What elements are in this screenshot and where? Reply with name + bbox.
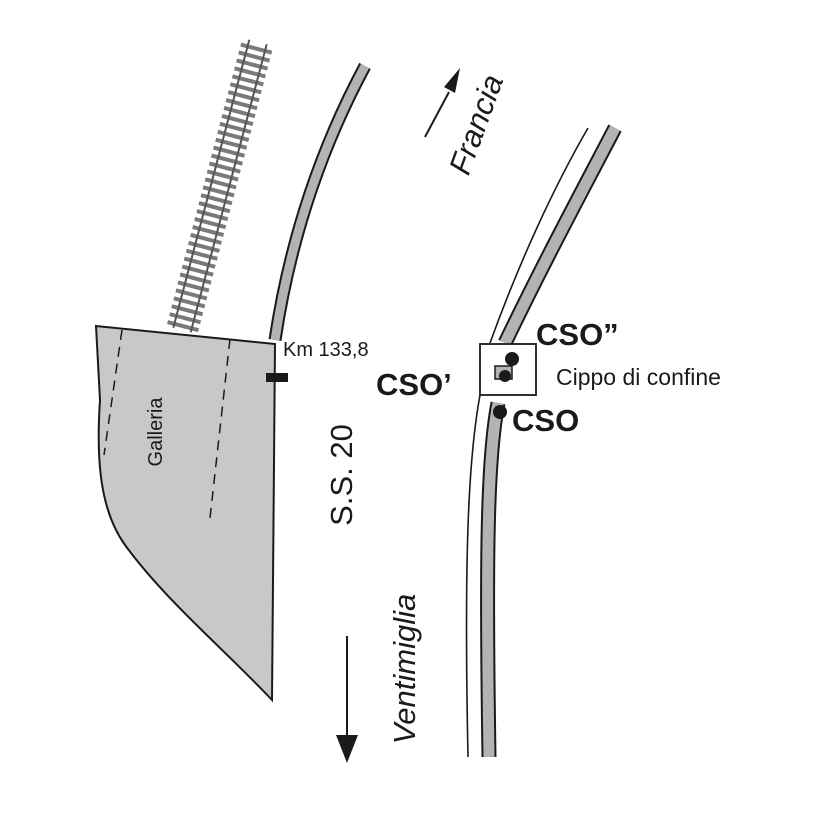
galleria-dashed-line-left — [103, 329, 123, 456]
railway-sleeper — [221, 113, 254, 127]
railway-sleeper — [215, 137, 248, 150]
railway-sleeper — [194, 217, 227, 230]
arrow-francia — [424, 68, 460, 138]
railway-rail — [189, 44, 268, 333]
railway-sleeper — [206, 169, 239, 182]
railway-sleeper — [240, 42, 273, 55]
galleria-area — [94, 324, 277, 703]
railway-sleeper — [192, 224, 225, 238]
railway-sleeper — [208, 161, 241, 174]
railway-sleeper — [183, 256, 216, 269]
railway-sleeper — [227, 90, 260, 103]
railway-sleeper — [233, 66, 266, 79]
railway-sleeper — [229, 82, 262, 95]
railway-sleeper — [177, 280, 210, 293]
railway-sleeper — [217, 129, 250, 142]
railway-sleeper — [200, 193, 233, 206]
railway-sleeper — [238, 50, 271, 63]
km-label: Km 133,8 — [283, 339, 369, 361]
road-outer-edge-lower — [465, 394, 481, 758]
galleria-dashed-line-right — [209, 338, 231, 519]
railway-sleeper — [231, 74, 264, 87]
railway-sleeper — [223, 106, 256, 119]
railway-sleeper — [198, 201, 231, 214]
railway-sleeper — [210, 153, 243, 166]
road-label: S.S. 20 — [324, 424, 359, 526]
cippo-label: Cippo di confine — [556, 364, 721, 390]
railway-sleeper — [236, 58, 269, 71]
railway-sleeper — [169, 312, 202, 325]
km-marker — [266, 373, 288, 382]
railway-track — [167, 39, 273, 333]
railway-sleeper — [196, 209, 229, 222]
railway-sleeper — [175, 288, 208, 301]
railway-sleeper — [190, 232, 223, 245]
cso-single-point — [499, 370, 511, 382]
cso-point — [493, 405, 507, 419]
railway-sleeper — [171, 304, 204, 317]
road-outer-edge-upper — [489, 127, 589, 344]
railway-sleeper — [185, 248, 218, 261]
railway-sleeper — [181, 264, 214, 277]
ventimiglia-label: Ventimiglia — [387, 594, 422, 744]
road-lower-segment-fill — [482, 401, 504, 758]
arrow-ventimiglia — [336, 636, 358, 763]
railway-sleeper — [213, 145, 246, 158]
cso-double-label: CSO” — [536, 317, 619, 352]
road-upper-segment-fill — [500, 125, 620, 346]
railway-sleeper — [187, 240, 220, 253]
cso-double-point — [505, 352, 519, 366]
railway-sleeper — [225, 98, 258, 111]
road-ss20 — [268, 62, 371, 341]
road-ss20-fill — [270, 63, 369, 341]
cso-single-label: CSO’ — [376, 367, 452, 402]
railway-sleeper — [173, 296, 206, 309]
railway-sleeper — [204, 177, 237, 190]
galleria-label: Galleria — [145, 397, 167, 467]
railway-sleeper — [219, 121, 252, 134]
cso-label: CSO — [512, 403, 579, 438]
railway-sleeper — [179, 272, 212, 285]
railway-sleeper — [202, 185, 235, 198]
railway-rail — [172, 39, 251, 328]
railway-sleeper — [167, 320, 200, 333]
